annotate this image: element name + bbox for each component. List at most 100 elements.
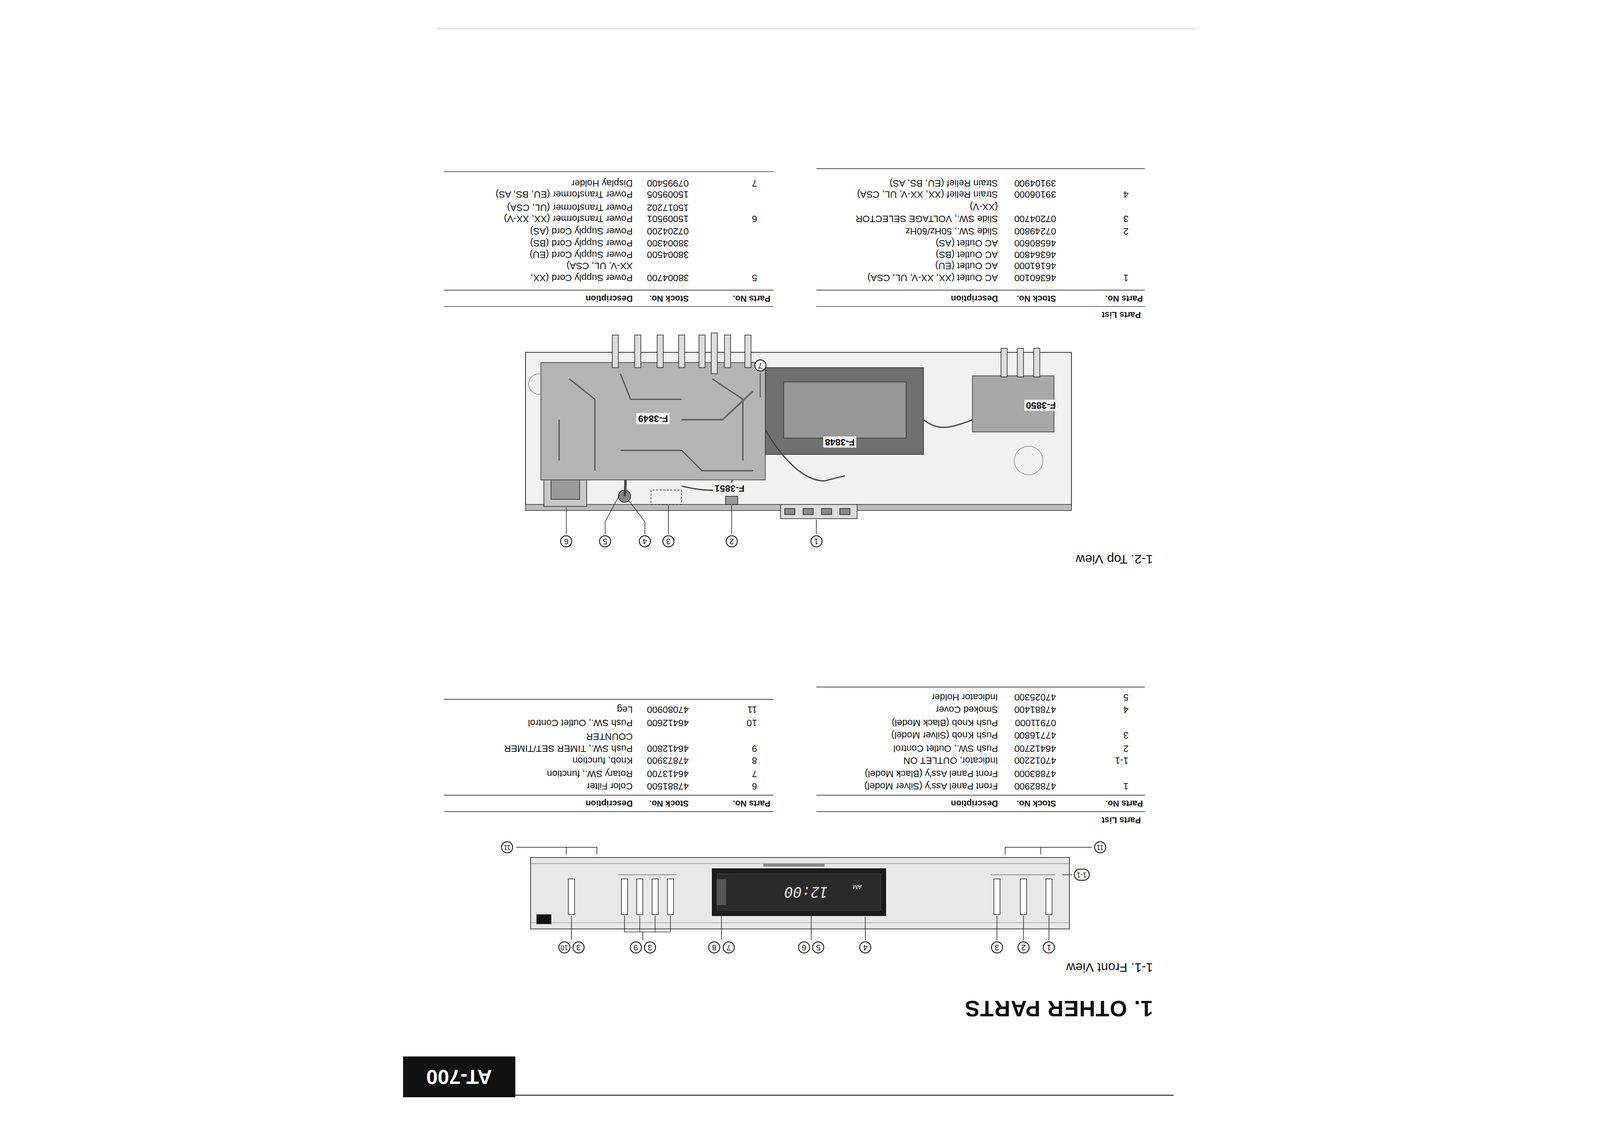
section-heading: 1-1. Front View: [1066, 960, 1154, 975]
leader-line: [864, 916, 866, 941]
leader-line: [721, 906, 722, 941]
table-cell: 1: [1123, 271, 1129, 284]
front-panel-drawing: [1045, 878, 1052, 915]
callout-number: 2: [1017, 941, 1030, 954]
board-label: F-3851: [712, 482, 747, 494]
top-view-drawing: [540, 362, 766, 480]
leader-line: [654, 915, 656, 933]
front-panel-drawing: [652, 878, 659, 915]
table-rule: [443, 168, 1145, 812]
top-view-drawing: [1000, 348, 1007, 377]
top-view-drawing: [698, 335, 705, 368]
header-rule: [403, 29, 1197, 1098]
table-cell: 46360100: [1014, 271, 1057, 284]
table-header: Stock No.: [1016, 798, 1057, 809]
leader-line: [1062, 874, 1073, 876]
leader-line: [644, 521, 645, 535]
top-view-drawing: [780, 504, 858, 519]
callout-number: 3: [991, 941, 1004, 954]
callout-number: 9: [629, 941, 642, 954]
front-panel-drawing: [621, 878, 628, 915]
table-cell: 10: [746, 716, 757, 729]
callout-number: 3: [644, 941, 657, 954]
leader-line: [1005, 847, 1041, 855]
table-header: Description: [950, 798, 998, 809]
table-cell: Push SW., TIMER SET/TIMER COUNTER: [486, 730, 633, 755]
table-cell: 4: [1123, 703, 1129, 716]
top-view-drawing: [725, 496, 738, 505]
table-cell: 2: [1123, 742, 1129, 755]
table-cell: 5: [751, 271, 757, 284]
table-rule: [816, 686, 1146, 688]
table-header: Stock No.: [649, 798, 689, 809]
table-rule: [816, 811, 1146, 812]
table-cell: Rotary SW., function: [546, 767, 633, 780]
table-cell: Power Transformer (EU, BS, AS): [495, 188, 633, 201]
top-view-drawing: [634, 335, 641, 368]
leader-line: [996, 915, 998, 941]
table-header: Description: [585, 798, 633, 809]
table-cell: 46580600: [1014, 237, 1057, 250]
top-view-drawing: [1033, 348, 1040, 377]
header-rule: [436, 28, 1198, 30]
table-cell: 46412800: [647, 742, 689, 755]
callout-number: 3: [662, 535, 675, 548]
table-cell: 47882900: [1014, 780, 1057, 793]
table-cell: 39106000: [1014, 188, 1057, 201]
leader-line: [604, 521, 606, 535]
table-rule: [443, 698, 774, 700]
table-cell: 46161000: [1014, 259, 1057, 272]
callout-number: 7: [722, 941, 735, 954]
callout-number: 11: [1094, 841, 1107, 854]
table-cell: Leg: [617, 703, 633, 716]
table-header: Stock No.: [649, 293, 689, 304]
table-cell: Power Supply Cord (AS): [530, 225, 633, 238]
table-cell: Strain Relief (EU, BS, AS): [889, 177, 998, 190]
front-panel-drawing: [568, 878, 575, 915]
table-cell: Power Supply Cord (BS): [530, 237, 633, 250]
table-cell: 07249800: [1014, 225, 1057, 238]
table-cell: Power Transformer (XX, XX-V): [504, 212, 633, 225]
leader-line: [566, 372, 817, 535]
table-cell: 7: [751, 177, 757, 190]
table-cell: 9: [751, 742, 757, 755]
callout-number: 4: [638, 535, 651, 548]
table-header: Description: [950, 293, 998, 304]
table-cell: 2: [1123, 225, 1129, 238]
table-cell: 47025300: [1014, 691, 1057, 704]
top-view-drawing: [525, 352, 1072, 506]
table-cell: Knob, function: [572, 754, 633, 767]
table-cell: Push Knob (Silver Model): [891, 729, 998, 742]
top-view-drawing: [678, 335, 685, 368]
table-cell: 46412600: [647, 716, 689, 729]
model-badge: AT-700: [426, 1065, 493, 1089]
table-cell: Indicator Holder: [931, 691, 998, 704]
table-cell: 3: [1123, 212, 1129, 225]
table-cell: Push SW., Outlet Control: [528, 716, 633, 729]
leader-line: [1048, 915, 1050, 941]
table-cell: 1: [1123, 780, 1129, 793]
table-cell: Strain Relief (XX, XX-V, UL, CSA): [857, 188, 998, 201]
front-panel-drawing: [530, 922, 1070, 924]
top-view-drawing: [784, 508, 796, 515]
table-cell: 07204200: [647, 225, 689, 238]
table-cell: Color Filter: [586, 780, 633, 793]
callout-number: 7: [754, 359, 767, 372]
table-cell: 46413700: [647, 767, 689, 780]
table-cell: 7: [751, 767, 757, 780]
leader-line: [759, 372, 761, 398]
leader-line: [816, 519, 817, 534]
page-artwork: [403, 29, 1197, 1098]
top-view-drawing: [839, 508, 850, 515]
leader-line: [642, 932, 644, 941]
section-heading: 1-2. Top View: [1075, 552, 1154, 567]
top-view-drawing: [783, 382, 906, 439]
front-panel-drawing: [717, 873, 881, 911]
table-cell: 47716800: [1014, 729, 1057, 742]
front-panel-drawing: [1020, 878, 1027, 915]
table-cell: Power Transformer (UL, CSA): [507, 201, 633, 214]
top-view-drawing: [681, 391, 754, 420]
top-view-drawing: [1017, 348, 1024, 377]
callout-number: 1-1: [1073, 868, 1090, 881]
front-panel-drawing: [994, 878, 1001, 915]
